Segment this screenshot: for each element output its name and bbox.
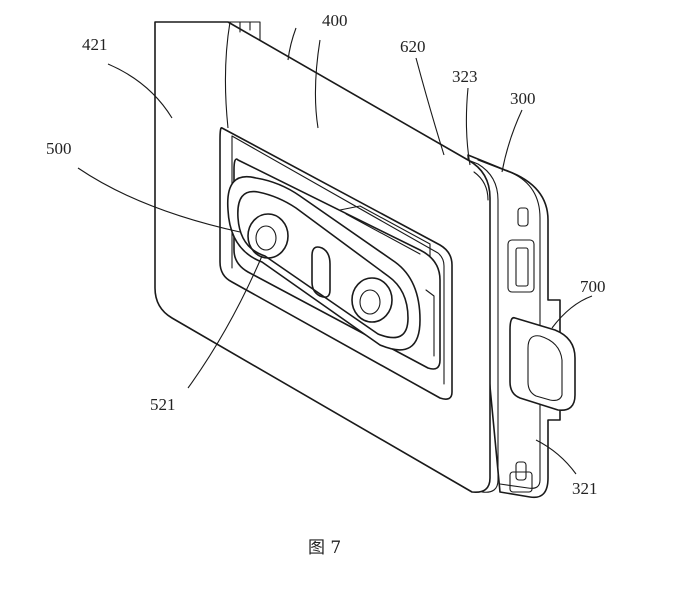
leader-521 xyxy=(187,255,263,389)
label-421: 421 xyxy=(82,35,108,54)
leader-300 xyxy=(501,109,523,173)
leader-400 xyxy=(314,39,321,129)
leader-500 xyxy=(77,167,241,233)
connector-700 xyxy=(509,316,576,412)
figure-caption: 图 7 xyxy=(308,538,341,558)
label-620: 620 xyxy=(400,37,426,56)
leader-323 xyxy=(465,87,471,166)
leader-321 xyxy=(535,439,577,475)
label-300: 300 xyxy=(510,89,536,108)
leader-400b xyxy=(287,27,297,61)
label-700: 700 xyxy=(580,277,606,296)
leader-700 xyxy=(551,295,593,329)
reference-labels: 421 400 620 323 300 500 700 521 321 xyxy=(46,11,606,498)
leader-lines xyxy=(77,21,593,475)
label-521: 521 xyxy=(150,395,176,414)
label-400: 400 xyxy=(322,11,348,30)
label-500: 500 xyxy=(46,139,72,158)
label-323: 323 xyxy=(452,67,478,86)
leader-620 xyxy=(415,57,445,156)
camera-module-500 xyxy=(226,158,441,370)
leader-top xyxy=(224,21,231,129)
leader-421 xyxy=(107,63,173,119)
label-321: 321 xyxy=(572,479,598,498)
